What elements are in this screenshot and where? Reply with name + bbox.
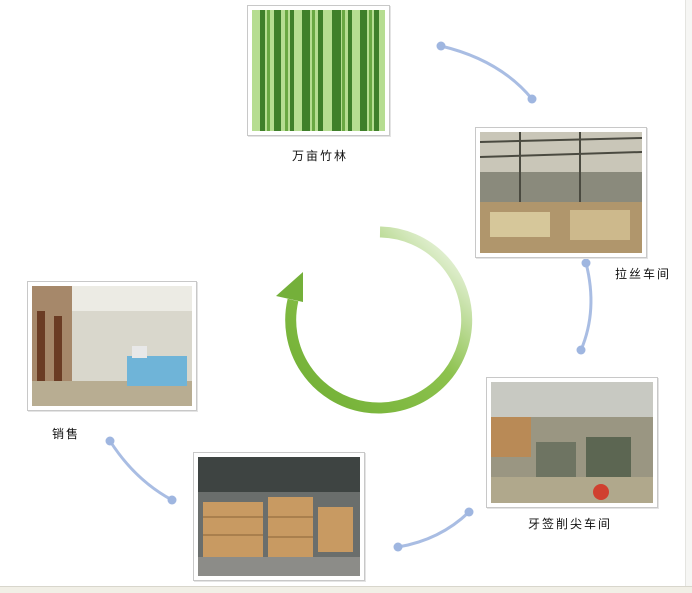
- cycle-arrow: [285, 226, 473, 414]
- warehouse-photo: [198, 457, 360, 576]
- connector-3: [396, 510, 471, 549]
- wire-drawing-workshop-photo: [479, 132, 643, 253]
- photo-frame-warehouse: [193, 452, 365, 581]
- photo-frame-sales: [27, 281, 197, 411]
- connector-4: [108, 439, 174, 502]
- toothpick-sharpening-photo: [491, 382, 653, 503]
- connector-2: [579, 261, 593, 352]
- page-edge: [685, 0, 692, 586]
- bamboo-forest-photo: [252, 10, 385, 131]
- sales-office-photo: [32, 286, 192, 406]
- stage-label-bamboo: 万亩竹林: [292, 149, 349, 163]
- photo-frame-sharpening: [486, 377, 658, 508]
- stage-label-wire-drawing: 拉丝车间: [615, 267, 672, 281]
- stage-label-sales: 销售: [52, 427, 81, 441]
- horizontal-scrollbar[interactable]: [0, 586, 692, 593]
- connector-1: [439, 44, 534, 101]
- photo-frame-bamboo: [247, 5, 390, 136]
- photo-frame-wire-drawing: [475, 127, 647, 258]
- cycle-arrowhead: [276, 272, 303, 302]
- stage-label-sharpening: 牙签削尖车间: [528, 517, 613, 531]
